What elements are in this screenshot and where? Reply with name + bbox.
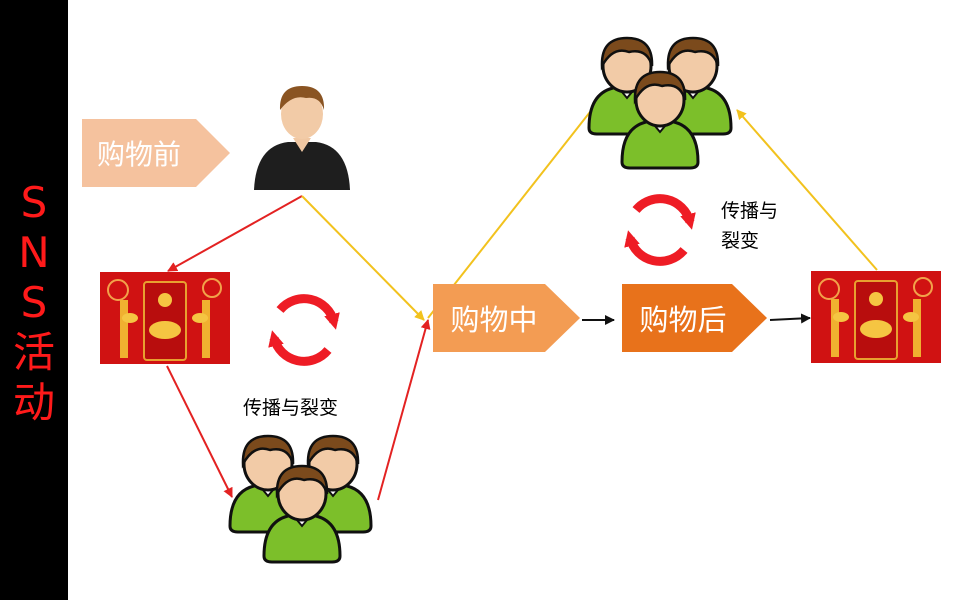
user-group-icon (587, 36, 733, 170)
sidebar-title: S N S 活 动 (12, 178, 55, 427)
refresh-cycle-icon (268, 294, 340, 366)
stage-during-label: 购物中 (450, 303, 538, 337)
arrow-user-to-during (301, 195, 425, 321)
stage-before-label: 购物前 (96, 138, 181, 171)
cycle-label-left: 传播与裂变 (243, 397, 339, 419)
single-user-icon (254, 86, 350, 190)
stage-before-shape (82, 119, 230, 187)
stage-after-label: 购物后 (639, 303, 727, 337)
arrow-envelope-to-group (166, 365, 233, 498)
red-envelope-image (99, 271, 231, 365)
arrow-after-to-envelope (769, 313, 811, 324)
arrow-during-to-top-group (427, 111, 591, 319)
arrow-group-to-during (377, 319, 431, 501)
stage-during-shape (433, 284, 580, 352)
user-group-icon (228, 434, 373, 564)
stage-after-shape (622, 284, 767, 352)
arrow-envelope-to-top-group (736, 109, 878, 271)
refresh-cycle-icon (624, 194, 696, 266)
cycle-label-right: 传播与 裂变 (721, 200, 779, 252)
sidebar: S N S 活 动 (0, 0, 68, 600)
red-envelope-image (810, 270, 942, 364)
arrow-user-to-envelope (167, 195, 303, 272)
